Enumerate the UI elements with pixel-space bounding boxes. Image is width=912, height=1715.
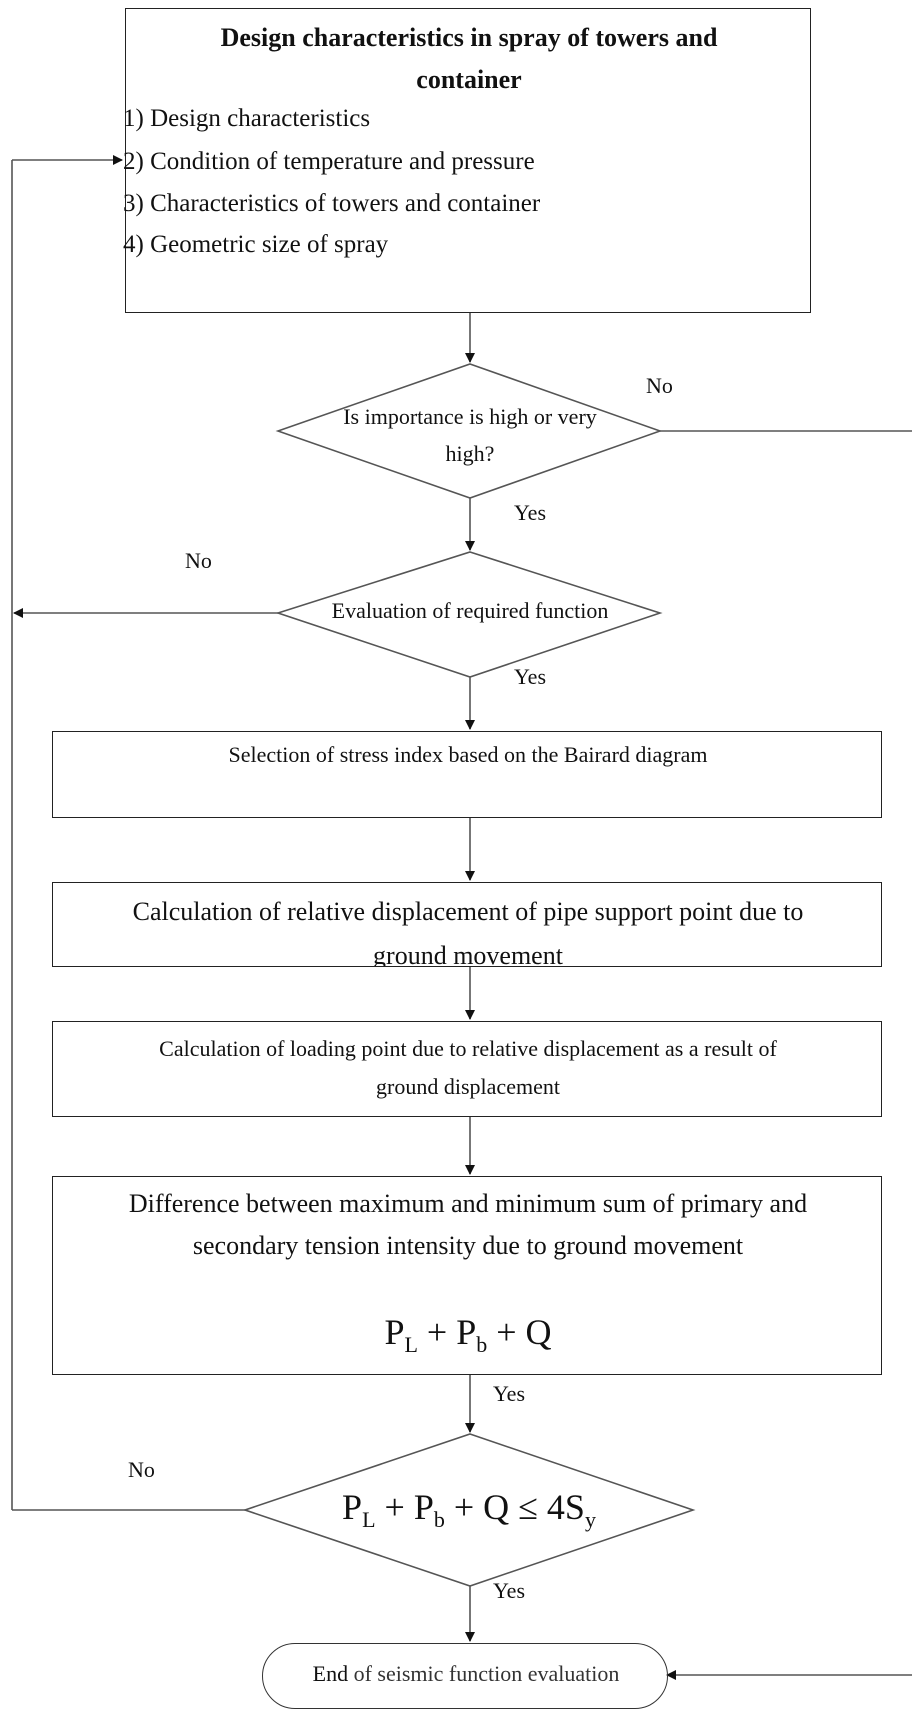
loading-point-line2: ground displacement xyxy=(376,1074,560,1099)
loading-point-box: Calculation of loading point due to rela… xyxy=(52,1021,882,1117)
design-item-2: 2) Condition of temperature and pressure xyxy=(123,148,535,175)
difference-line1: Difference between maximum and minimum s… xyxy=(128,1189,808,1218)
difference-formula: PL + Pb + Q xyxy=(384,1312,552,1358)
function-question: Evaluation of required function xyxy=(331,598,609,623)
relative-displacement-line2: ground movement xyxy=(373,941,563,967)
decision-importance-diamond xyxy=(275,363,663,499)
stress-index-text: Selection of stress index based on the B… xyxy=(228,742,708,767)
end-terminal-bold: End xyxy=(312,1661,349,1686)
stress-index-box: Selection of stress index based on the B… xyxy=(52,731,882,818)
design-item-4: 4) Geometric size of spray xyxy=(123,231,389,258)
importance-no-label: No xyxy=(646,373,673,398)
importance-question-line1: Is importance is high or very xyxy=(343,404,597,429)
limit-no-label: No xyxy=(128,1457,155,1482)
loading-point-line1: Calculation of loading point due to rela… xyxy=(159,1036,777,1061)
design-title-line1: Design characteristics in spray of tower… xyxy=(220,23,718,52)
design-item-1: 1) Design characteristics xyxy=(123,105,371,132)
limit-formula: PL + Pb + Q ≤ 4Sy xyxy=(342,1487,596,1533)
function-no-label: No xyxy=(185,548,212,573)
difference-box: Difference between maximum and minimum s… xyxy=(52,1176,882,1375)
relative-displacement-line1: Calculation of relative displacement of … xyxy=(132,897,804,926)
design-title-line2: container xyxy=(416,65,522,94)
end-terminal-text: End of seismic function evaluation xyxy=(263,1661,669,1687)
end-terminal-rest: of seismic function evaluation xyxy=(348,1661,620,1686)
difference-line2: secondary tension intensity due to groun… xyxy=(192,1231,744,1260)
relative-displacement-box: Calculation of relative displacement of … xyxy=(52,882,882,967)
difference-yes-label: Yes xyxy=(493,1381,526,1406)
design-item-3: 3) Characteristics of towers and contain… xyxy=(123,190,541,217)
end-terminal: End of seismic function evaluation xyxy=(262,1643,668,1709)
design-characteristics-box: Design characteristics in spray of tower… xyxy=(123,8,811,313)
importance-yes-label: Yes xyxy=(514,500,547,525)
limit-yes-label: Yes xyxy=(493,1578,526,1603)
importance-question-line2: high? xyxy=(445,441,495,466)
function-yes-label: Yes xyxy=(514,664,547,689)
